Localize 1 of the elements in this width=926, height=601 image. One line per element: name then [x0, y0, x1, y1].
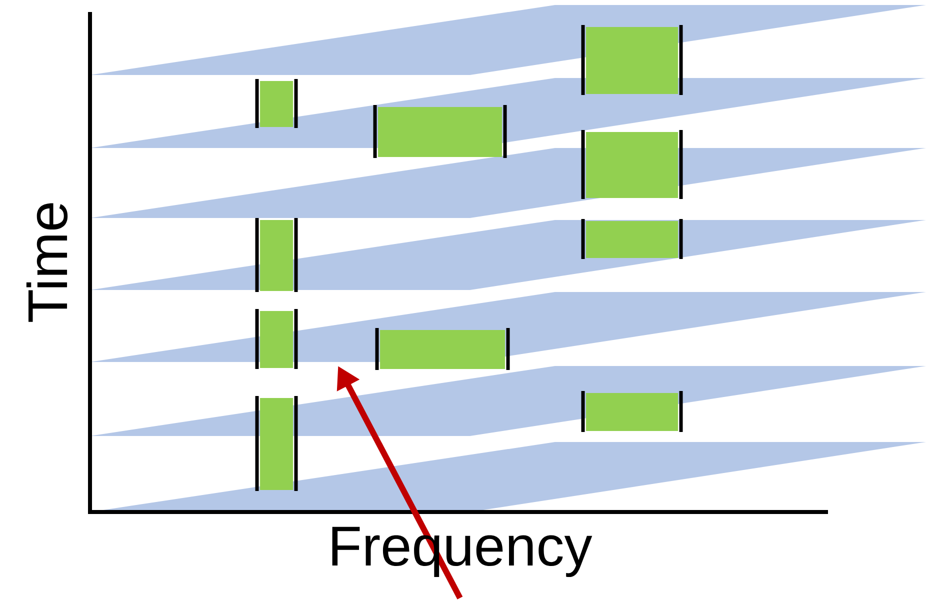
axis-label: Time	[26, 203, 68, 322]
